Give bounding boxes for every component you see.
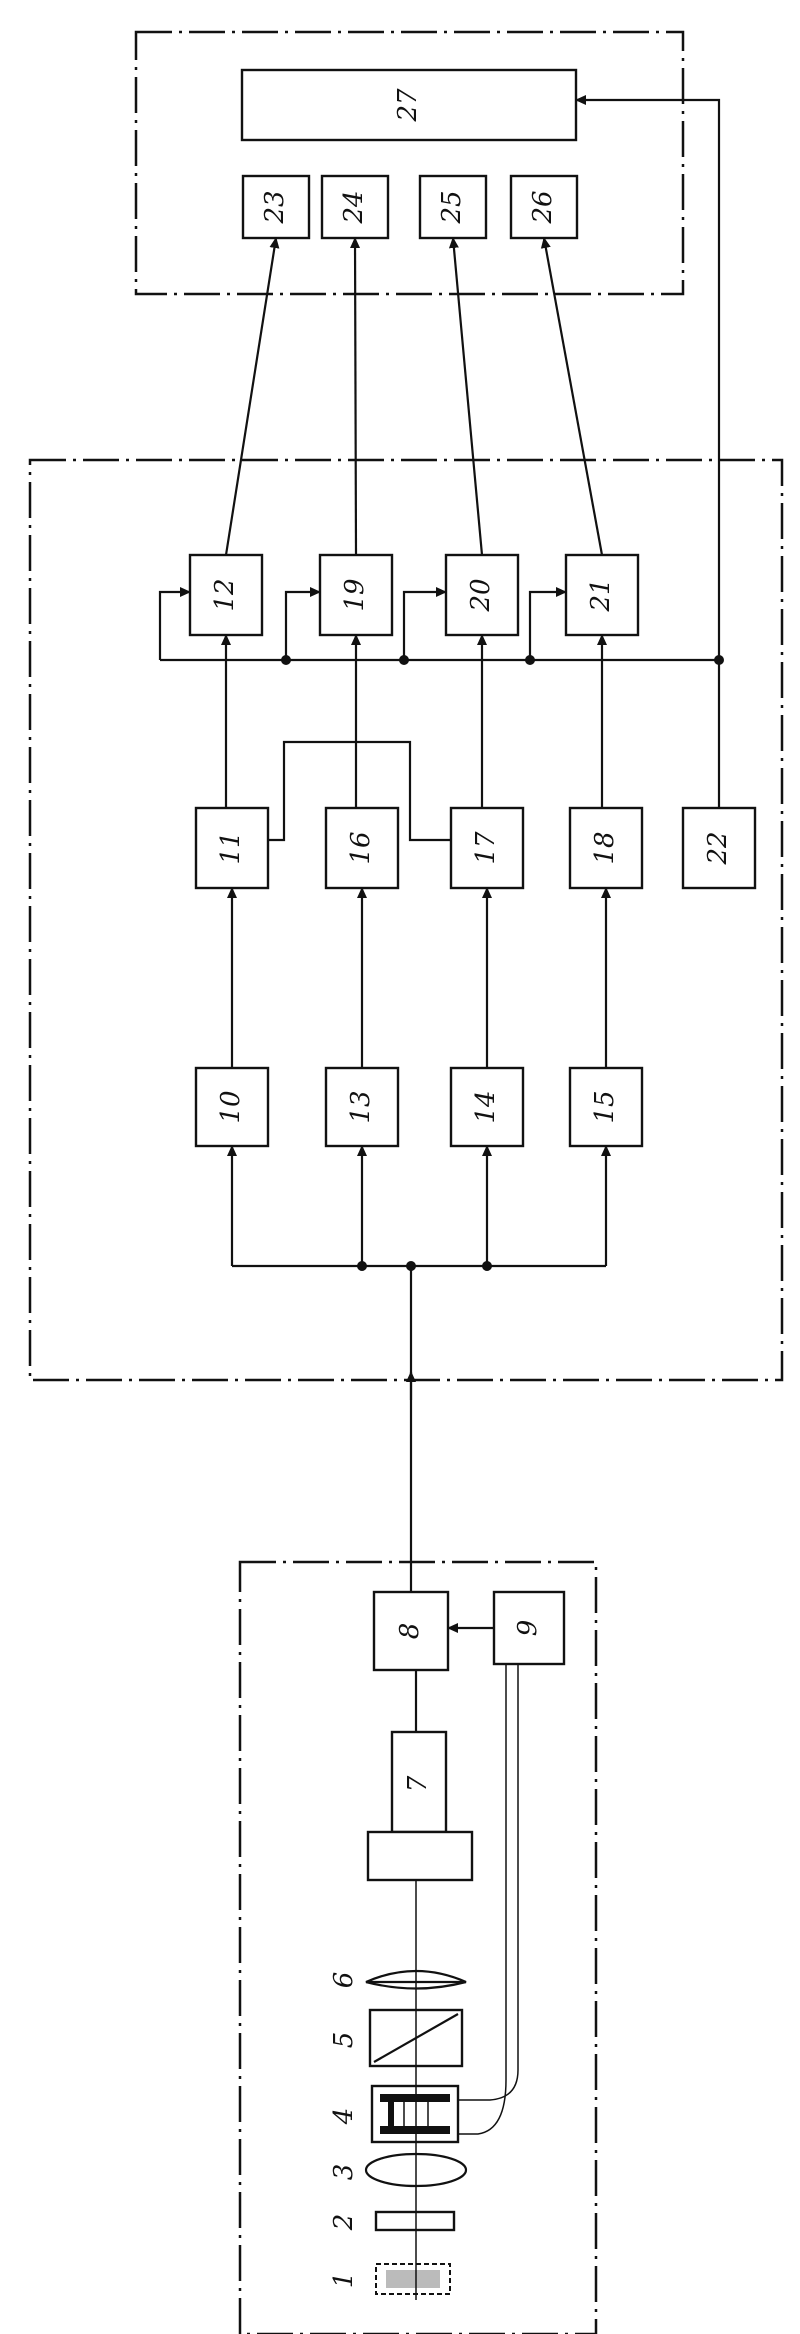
block-14: 14 — [451, 1068, 523, 1146]
svg-text:14: 14 — [471, 1090, 501, 1123]
label-4: 4 — [329, 2108, 359, 2126]
connections — [160, 100, 719, 2300]
processing-unit-frame — [30, 460, 782, 1380]
block-24: 24 — [322, 176, 388, 238]
block-8: 8 — [374, 1592, 448, 1670]
block-13: 13 — [326, 1068, 398, 1146]
svg-text:18: 18 — [590, 831, 620, 864]
svg-text:21: 21 — [586, 578, 616, 612]
svg-text:10: 10 — [216, 1090, 246, 1123]
block-20: 20 — [446, 555, 518, 635]
block-27: 27 — [242, 70, 576, 140]
svg-text:15: 15 — [590, 1090, 620, 1123]
svg-text:20: 20 — [466, 578, 496, 612]
block-18: 18 — [570, 808, 642, 888]
block-16: 16 — [326, 808, 398, 888]
svg-text:12: 12 — [210, 578, 240, 611]
block-25: 25 — [420, 176, 486, 238]
label-1: 1 — [329, 2272, 359, 2289]
svg-text:22: 22 — [703, 831, 733, 865]
svg-text:11: 11 — [216, 831, 246, 864]
label-5: 5 — [329, 2032, 359, 2049]
block-9: 9 — [494, 1592, 564, 1664]
block-26: 26 — [511, 176, 577, 238]
label-2: 2 — [329, 2214, 359, 2232]
block-19: 19 — [320, 555, 392, 635]
svg-text:24: 24 — [339, 190, 369, 224]
block-15: 15 — [570, 1068, 642, 1146]
svg-text:23: 23 — [260, 190, 290, 224]
svg-text:9: 9 — [513, 1620, 543, 1637]
block-10: 10 — [196, 1068, 268, 1146]
cell-4 — [372, 2086, 458, 2142]
junction-dots — [281, 655, 724, 1271]
photodetector-head — [368, 1832, 472, 1880]
block-7: 7 — [392, 1732, 446, 1832]
svg-text:8: 8 — [395, 1623, 425, 1640]
filter-2 — [376, 2212, 454, 2230]
svg-text:13: 13 — [346, 1090, 376, 1123]
svg-text:16: 16 — [346, 831, 376, 864]
label-3: 3 — [329, 2164, 359, 2181]
block-21: 21 — [566, 555, 638, 635]
svg-text:27: 27 — [393, 88, 423, 123]
block-17: 17 — [451, 808, 523, 888]
block-23: 23 — [243, 176, 309, 238]
block-22: 22 — [683, 808, 755, 888]
svg-text:7: 7 — [403, 1775, 433, 1792]
svg-text:25: 25 — [437, 190, 467, 224]
source-1 — [376, 2264, 450, 2294]
block-12: 12 — [190, 555, 262, 635]
svg-text:19: 19 — [340, 578, 370, 611]
block-11: 11 — [196, 808, 268, 888]
svg-text:17: 17 — [471, 831, 501, 865]
svg-text:26: 26 — [528, 190, 558, 224]
label-6: 6 — [329, 1972, 359, 1989]
